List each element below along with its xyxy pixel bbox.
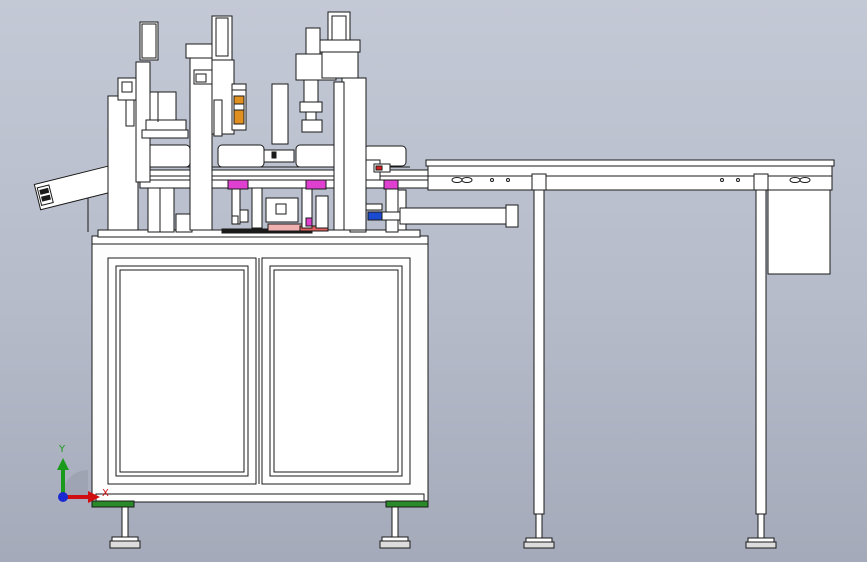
top-mechanism (33, 11, 519, 238)
axis-x-label: X (102, 488, 109, 499)
coordinate-triad (57, 458, 100, 503)
axis-y-label: Y (59, 444, 66, 455)
cabinet (91, 235, 429, 549)
conveyor (425, 159, 835, 549)
